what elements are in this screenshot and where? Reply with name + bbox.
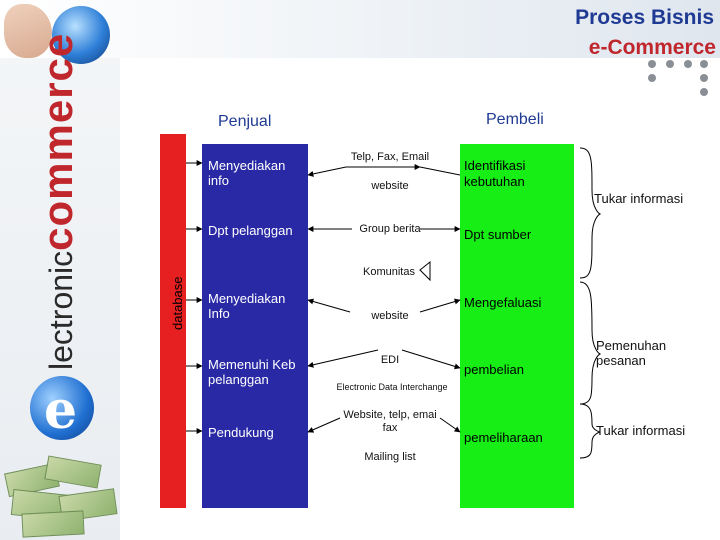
- link-edi-b: [402, 350, 460, 368]
- channel-community: Komunitas: [356, 266, 422, 279]
- link-edi-a: [308, 350, 378, 366]
- channel-phone-fax-email: Telp, Fax, Email: [338, 151, 442, 164]
- channel-edi-full: Electronic Data Interchange: [322, 381, 462, 394]
- right-label-exchange-info-2: Tukar informasi: [596, 423, 706, 438]
- right-label-order-fulfillment: Pemenuhan pesanan: [596, 338, 692, 368]
- channel-mailing-list: Mailing list: [352, 451, 428, 464]
- link-info2-b: [420, 300, 460, 312]
- seller-item-1: Menyediakan info: [208, 158, 306, 188]
- buyer-item-2: Dpt sumber: [464, 227, 570, 243]
- channel-website-1: website: [360, 180, 420, 193]
- channel-website-2: website: [360, 310, 420, 323]
- right-label-exchange-info-1: Tukar informasi: [594, 191, 704, 206]
- channel-newsgroup: Group berita: [350, 223, 430, 236]
- channel-web-phone-email-fax: Website, telp, emai fax: [336, 409, 444, 435]
- buyer-item-5: pemeliharaan: [464, 430, 570, 446]
- seller-item-2: Dpt pelanggan: [208, 223, 308, 238]
- seller-item-4: Memenuhi Keb pelanggan: [208, 357, 308, 387]
- seller-item-5: Pendukung: [208, 425, 306, 440]
- link-info: [308, 167, 460, 175]
- buyer-item-1: Identifikasi kebutuhan: [464, 158, 570, 190]
- seller-item-3: Menyediakan Info: [208, 291, 302, 321]
- channel-edi: EDI: [370, 354, 410, 367]
- buyer-item-3: Mengefaluasi: [464, 295, 570, 311]
- buyer-item-4: pembelian: [464, 362, 570, 378]
- link-info2-a: [308, 300, 350, 312]
- brace-1: [580, 148, 600, 278]
